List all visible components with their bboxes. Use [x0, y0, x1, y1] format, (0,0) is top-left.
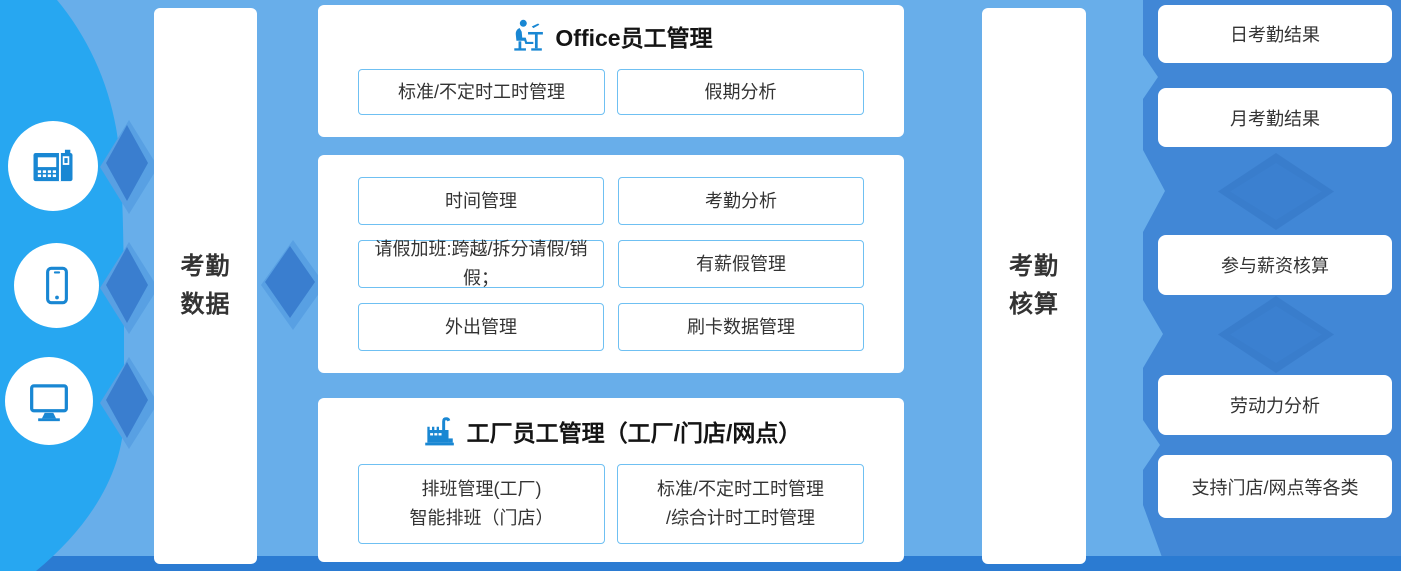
- source-circle-phone: [14, 243, 99, 328]
- feature-box-card-data: 刷卡数据管理: [618, 303, 864, 351]
- factory-card-title-row: 工厂员工管理（工厂/门店/网点）: [318, 413, 904, 449]
- office-card-title: Office员工管理: [555, 25, 713, 51]
- feature-box-attendance-analysis: 考勤分析: [618, 177, 864, 225]
- factory-card-title: 工厂员工管理（工厂/门店/网点）: [466, 420, 802, 446]
- feature-box-line: 排班管理(工厂): [421, 479, 542, 499]
- result-card-workforce: 劳动力分析: [1158, 375, 1392, 435]
- feature-box-work-hour-types: 标准/不定时工时管理 /综合计时工时管理: [617, 464, 864, 544]
- feature-box-line: 智能排班（门店）: [409, 508, 554, 528]
- factory-card-buttons: 排班管理(工厂) 智能排班（门店） 标准/不定时工时管理 /综合计时工时管理: [358, 464, 864, 544]
- feature-box-line: /综合计时工时管理: [665, 508, 815, 528]
- attendance-terminal-icon: [33, 149, 73, 182]
- person-at-desk-icon: [514, 19, 544, 51]
- attendance-calc-bar: 考勤 核算: [982, 8, 1086, 564]
- factory-employee-card: 工厂员工管理（工厂/门店/网点） 排班管理(工厂) 智能排班（门店） 标准/不定…: [318, 398, 904, 562]
- attendance-data-bar: 考勤 数据: [154, 8, 257, 564]
- result-card-stores: 支持门店/网点等各类: [1158, 455, 1392, 518]
- office-card-title-row: Office员工管理: [318, 18, 904, 54]
- time-feature-card: 时间管理 考勤分析 请假加班:跨越/拆分请假/销假； 有薪假管理 外出管理 刷卡…: [318, 155, 904, 373]
- result-card-daily: 日考勤结果: [1158, 5, 1392, 63]
- feature-box-leave-overtime: 请假加班:跨越/拆分请假/销假；: [358, 239, 604, 288]
- source-circle-monitor: [5, 357, 93, 445]
- feature-box-time-management: 时间管理: [358, 177, 604, 225]
- feature-box-standard-hours: 标准/不定时工时管理: [358, 69, 605, 115]
- result-card-monthly: 月考勤结果: [1158, 88, 1392, 147]
- attendance-data-label-line1: 考勤: [180, 253, 231, 280]
- feature-box-line: 标准/不定时工时管理: [656, 479, 824, 499]
- monitor-icon: [30, 384, 68, 422]
- office-card-buttons: 标准/不定时工时管理 假期分析: [358, 69, 864, 115]
- office-employee-card: Office员工管理 标准/不定时工时管理 假期分析: [318, 5, 904, 137]
- factory-icon: [424, 417, 454, 446]
- feature-box-paid-leave: 有薪假管理: [618, 240, 864, 288]
- attendance-data-label-line2: 数据: [180, 291, 231, 318]
- feature-box-holiday-analysis: 假期分析: [617, 69, 864, 115]
- attendance-calc-label-line1: 考勤: [1009, 253, 1059, 280]
- result-card-payroll: 参与薪资核算: [1158, 235, 1392, 295]
- feature-box-outing-management: 外出管理: [358, 303, 604, 351]
- smartphone-icon: [45, 266, 68, 304]
- time-feature-buttons: 时间管理 考勤分析 请假加班:跨越/拆分请假/销假； 有薪假管理 外出管理 刷卡…: [358, 177, 864, 351]
- attendance-calc-label-line2: 核算: [1009, 291, 1059, 318]
- feature-box-scheduling: 排班管理(工厂) 智能排班（门店）: [358, 464, 605, 544]
- source-circle-terminal: [8, 121, 98, 211]
